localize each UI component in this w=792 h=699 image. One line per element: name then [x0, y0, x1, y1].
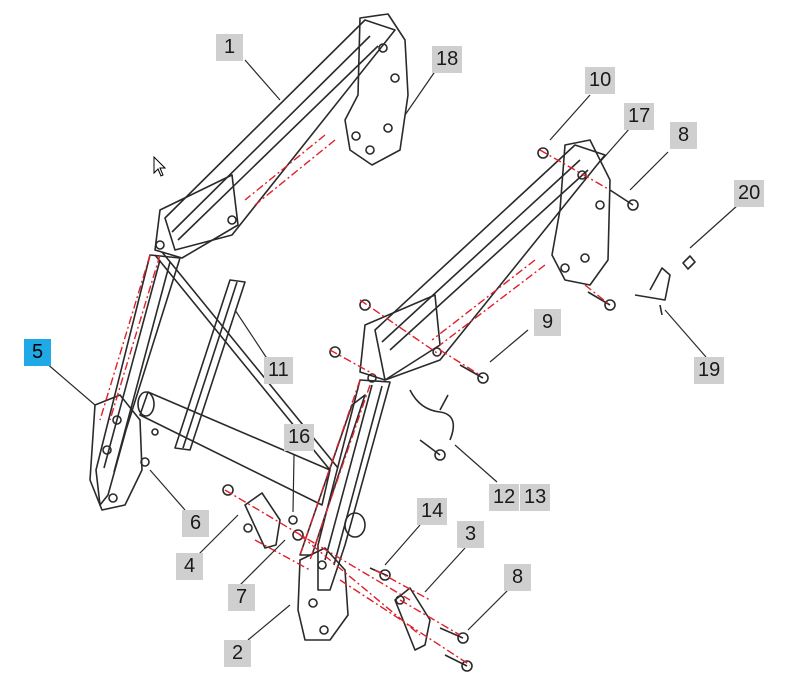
- callout-12[interactable]: 12: [489, 484, 520, 511]
- callout-8-lower[interactable]: 8: [504, 564, 531, 591]
- left-lift-cylinder-hidden: [99, 134, 336, 421]
- callout-18[interactable]: 18: [432, 46, 463, 73]
- callout-17[interactable]: 17: [624, 103, 655, 130]
- callout-3[interactable]: 3: [457, 521, 484, 548]
- callout-20[interactable]: 20: [734, 180, 765, 207]
- bracket-4: [244, 492, 281, 549]
- callout-8-upper[interactable]: 8: [670, 122, 697, 149]
- callout-6[interactable]: 6: [182, 510, 209, 537]
- right-boom-arm: [374, 144, 606, 381]
- callout-9[interactable]: 9: [534, 309, 561, 336]
- right-mount-plate: [551, 139, 611, 286]
- left-upright: [95, 254, 181, 506]
- right-attach-plate: [297, 547, 349, 641]
- left-attach-plate: [89, 394, 143, 511]
- callout-5[interactable]: 5: [24, 339, 51, 366]
- callout-14[interactable]: 14: [417, 498, 448, 525]
- left-boom-arm: [164, 19, 396, 251]
- left-mount-plate: [344, 13, 409, 166]
- cross-tube: [139, 391, 331, 506]
- callout-19[interactable]: 19: [694, 357, 725, 384]
- callout-10[interactable]: 10: [585, 67, 616, 94]
- callout-16[interactable]: 16: [284, 424, 315, 451]
- right-lift-cylinder-hidden: [299, 259, 546, 561]
- callout-4[interactable]: 4: [176, 553, 203, 580]
- callout-11[interactable]: 11: [264, 357, 293, 384]
- callout-7[interactable]: 7: [228, 584, 255, 611]
- linkage-pin: [634, 267, 671, 316]
- bucket-cylinder: [174, 279, 246, 451]
- bracket-3: [394, 587, 431, 651]
- mouse-cursor-icon: [153, 156, 167, 177]
- callout-13[interactable]: 13: [520, 484, 551, 511]
- callout-1[interactable]: 1: [216, 34, 243, 61]
- callout-2[interactable]: 2: [224, 640, 251, 667]
